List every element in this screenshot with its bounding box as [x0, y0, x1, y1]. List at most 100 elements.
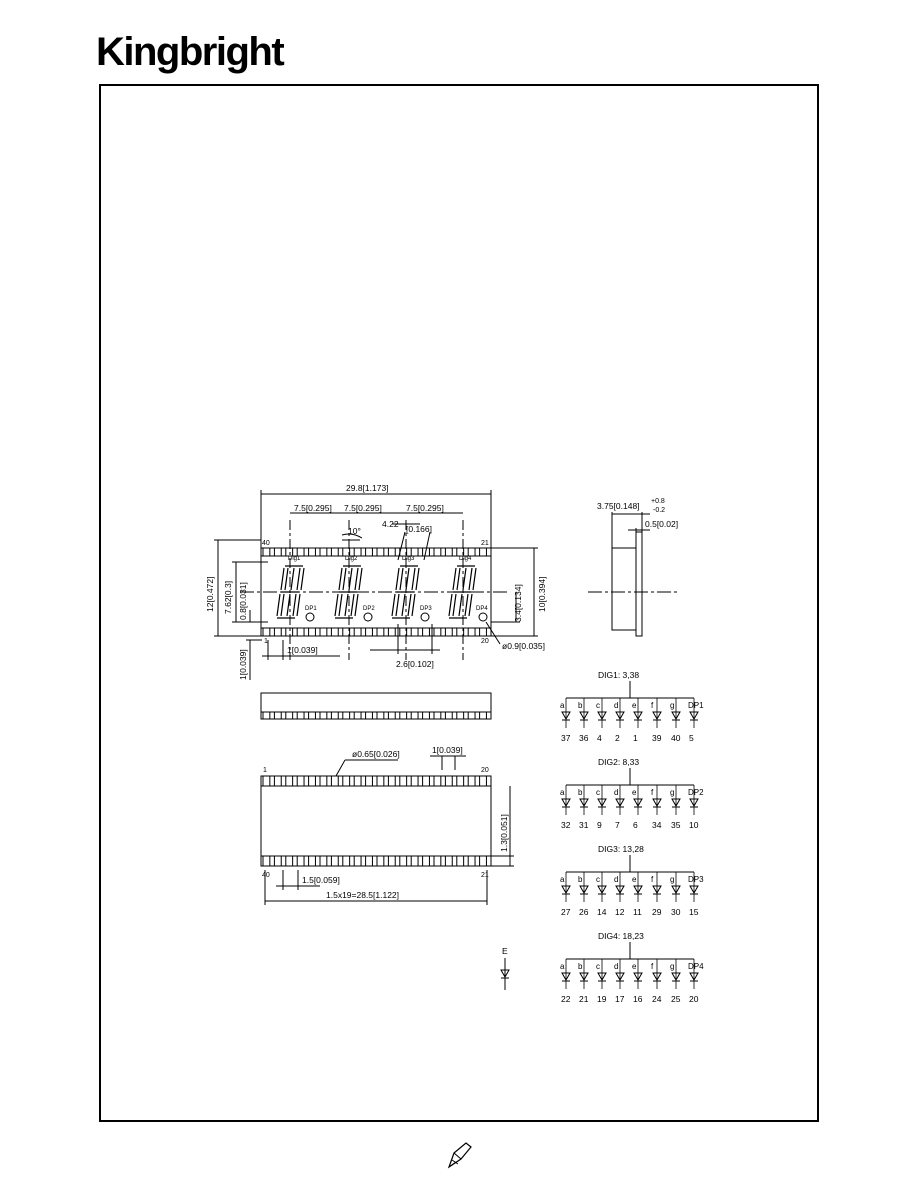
side-view-labels: 3.75[0.148] +0.8 -0.2 0.5[0.02] — [597, 498, 678, 529]
dp3-label: DP3 — [420, 606, 432, 612]
schematic-title: DIG2: 8,33 — [598, 757, 639, 767]
segment-offset-value: 4.22 — [382, 519, 399, 529]
pin-number: 9 — [597, 820, 602, 830]
kingbright-logo: Kingbright — [96, 30, 285, 74]
pin-number: 27 — [561, 907, 571, 917]
segment-label: d — [614, 962, 618, 971]
pin-offset-label: 1[0.039] — [287, 645, 318, 655]
pen-icon — [447, 1142, 472, 1169]
body-height-label: 10[0.394] — [537, 577, 547, 612]
pin-number: 39 — [652, 733, 662, 743]
segment-label: g — [670, 788, 674, 797]
segment-label: d — [614, 875, 618, 884]
bottom-pin-21-label: 21 — [481, 872, 489, 879]
pin-number: 5 — [689, 733, 694, 743]
segment-label: g — [670, 701, 674, 710]
segment-label: c — [596, 875, 600, 884]
dig2-label: Dig2 — [345, 556, 358, 562]
pin-number: 17 — [615, 994, 625, 1004]
segment-label: e — [632, 875, 637, 884]
dig1-label: Dig1 — [288, 556, 301, 562]
dp-height-label: 3.4[0.134] — [513, 584, 523, 622]
pin-40-label: 40 — [262, 540, 270, 547]
segment-label: f — [651, 788, 654, 797]
dig4-label: Dig4 — [459, 556, 472, 562]
pin-number: 10 — [689, 820, 699, 830]
segment-label: b — [578, 875, 583, 884]
pin-number: 37 — [561, 733, 571, 743]
pin-width-label: 1[0.039] — [432, 745, 463, 755]
pin-21-label: 21 — [481, 540, 489, 547]
segment-label: g — [670, 875, 674, 884]
pin-number: 19 — [597, 994, 607, 1004]
segment-label: e — [632, 962, 637, 971]
segment-label: f — [651, 962, 654, 971]
side-view — [588, 512, 680, 637]
drawing-frame — [99, 84, 819, 1122]
pin-number: 20 — [689, 994, 699, 1004]
front-view-bottom-pins — [262, 627, 487, 637]
segment-label: c — [596, 788, 600, 797]
dp-spacing-label: 2.6[0.102] — [396, 659, 434, 669]
dp-diameter-label: ø0.9[0.035] — [502, 641, 545, 651]
top-edge-view — [260, 692, 492, 720]
diode-legend: E — [500, 946, 510, 990]
schematic-title: DIG4: 18,23 — [598, 931, 644, 941]
pin-number: 7 — [615, 820, 620, 830]
pin-diameter-label: ø0.65[0.026] — [352, 749, 400, 759]
segment-label: a — [560, 875, 565, 884]
pin-number: 21 — [579, 994, 589, 1004]
pin-number: 35 — [671, 820, 681, 830]
pin-number: 4 — [597, 733, 602, 743]
segment-offset-inch: [0.166] — [406, 524, 432, 534]
segment-label: b — [578, 788, 583, 797]
segment-label: d — [614, 788, 618, 797]
schematic-title: DIG1: 3,38 — [598, 670, 639, 680]
height-total-label: 12[0.472] — [205, 577, 215, 612]
pin-number: 24 — [652, 994, 662, 1004]
segment-label: b — [578, 701, 583, 710]
segment-label: DP2 — [688, 788, 704, 797]
pin-number: 32 — [561, 820, 571, 830]
segment-label: a — [560, 962, 565, 971]
pin-number: 26 — [579, 907, 589, 917]
depth-label: 3.75[0.148] — [597, 501, 640, 511]
segment-label: DP3 — [688, 875, 704, 884]
bottom-pin-1-label: 1 — [263, 767, 267, 774]
pin-span-label: 1.5x19=28.5[1.122] — [326, 890, 399, 900]
digit-pitch-label-3: 7.5[0.295] — [406, 503, 444, 513]
bottom-pin-40-label: 40 — [262, 872, 270, 879]
digit-pitch-label-2: 7.5[0.295] — [344, 503, 382, 513]
pin-number: 40 — [671, 733, 681, 743]
pin-number: 2 — [615, 733, 620, 743]
segment-label: f — [651, 701, 654, 710]
pin-number: 12 — [615, 907, 625, 917]
pin-number: 14 — [597, 907, 607, 917]
pin-number: 31 — [579, 820, 589, 830]
dp-offset-label: 0.8[0.031] — [238, 582, 248, 620]
digit-pitch-label-1: 7.5[0.295] — [294, 503, 332, 513]
segment-label: b — [578, 962, 583, 971]
pin-1-label: 1 — [264, 638, 268, 645]
segment-label: a — [560, 788, 565, 797]
dp4-label: DP4 — [476, 606, 488, 612]
pin-number: 36 — [579, 733, 589, 743]
segment-label: DP4 — [688, 962, 704, 971]
pin-number: 22 — [561, 994, 571, 1004]
front-view-labels: 29.8[1.173] 7.5[0.295] 7.5[0.295] 7.5[0.… — [205, 483, 547, 680]
segment-label: c — [596, 701, 600, 710]
tolerance-minus: -0.2 — [653, 507, 665, 514]
bottom-view-labels: 1 20 40 21 ø0.65[0.026] 1[0.039] 1.3[0.0… — [262, 745, 509, 900]
pin-20-label: 20 — [481, 638, 489, 645]
front-view-body — [260, 547, 492, 637]
segment-label: c — [596, 962, 600, 971]
segment-label: f — [651, 875, 654, 884]
front-view — [214, 490, 538, 680]
face-thickness-label: 0.5[0.02] — [645, 519, 678, 529]
segment-label: d — [614, 701, 618, 710]
bottom-view — [260, 755, 514, 905]
